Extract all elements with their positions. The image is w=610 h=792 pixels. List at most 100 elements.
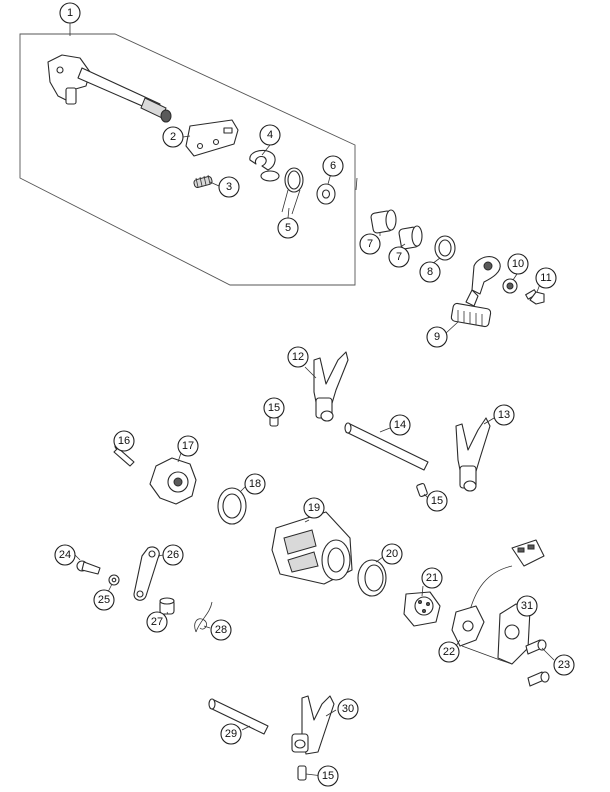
svg-text:20: 20 — [386, 548, 398, 560]
svg-text:16: 16 — [118, 435, 130, 447]
svg-text:7: 7 — [367, 238, 373, 250]
guide-pin-b — [416, 483, 428, 497]
locking-plate — [185, 119, 239, 157]
callout-13: 13 — [493, 404, 515, 426]
callout-15-a: 15 — [263, 397, 285, 419]
locking-lever — [133, 546, 160, 601]
drum-bearing — [357, 559, 387, 597]
svg-text:27: 27 — [151, 616, 163, 628]
svg-text:15: 15 — [431, 495, 443, 507]
shift-fork-upper-left — [313, 351, 349, 422]
lock-nut — [502, 278, 518, 294]
needle-bearing-a — [370, 209, 397, 234]
washer — [316, 183, 336, 205]
callout-7-a: 7 — [359, 233, 381, 255]
svg-text:29: 29 — [225, 728, 237, 740]
callout-2: 2 — [162, 126, 184, 148]
locking-lever-bolt — [76, 560, 101, 575]
callout-31: 31 — [516, 595, 538, 617]
lower-fork-shaft — [208, 698, 269, 735]
sensor-with-cable — [451, 539, 545, 647]
lever-roller — [159, 597, 175, 615]
callout-11: 11 — [535, 267, 557, 289]
shift-fork-lower — [291, 695, 335, 755]
ball-bearing — [217, 487, 247, 525]
callout-24: 24 — [54, 544, 76, 566]
svg-text:18: 18 — [249, 478, 261, 490]
callout-9: 9 — [426, 326, 448, 348]
callout-27: 27 — [146, 611, 168, 633]
svg-text:23: 23 — [558, 659, 570, 671]
svg-text:21: 21 — [426, 572, 438, 584]
callout-29: 29 — [220, 723, 242, 745]
callout-19: 19 — [303, 497, 325, 519]
svg-text:30: 30 — [342, 703, 354, 715]
callout-1: 1 — [59, 2, 81, 24]
sensor-screw-b — [527, 671, 550, 687]
callout-21: 21 — [421, 567, 443, 589]
callout-25: 25 — [93, 589, 115, 611]
svg-text:11: 11 — [540, 272, 551, 284]
svg-text:5: 5 — [285, 222, 291, 234]
callout-23: 23 — [553, 654, 575, 676]
small-washer — [108, 574, 120, 586]
svg-text:28: 28 — [215, 624, 227, 636]
callout-22: 22 — [438, 641, 460, 663]
svg-text:25: 25 — [98, 594, 110, 606]
svg-text:9: 9 — [434, 331, 440, 343]
retaining-clip — [249, 149, 280, 182]
return-spring — [281, 167, 304, 215]
callout-20: 20 — [381, 543, 403, 565]
shift-lever — [450, 256, 501, 328]
callout-16: 16 — [113, 430, 135, 452]
guide-pin-c — [297, 765, 307, 781]
shift-drum — [271, 511, 353, 585]
callout-15-c: 15 — [317, 765, 339, 787]
fork-shaft — [344, 422, 429, 471]
gear-position-sensor — [403, 591, 441, 627]
callout-6: 6 — [322, 155, 344, 177]
sensor-cover-plate — [497, 603, 531, 665]
leader-lines — [69, 23, 555, 777]
svg-text:2: 2 — [170, 131, 176, 143]
callout-18: 18 — [244, 473, 266, 495]
svg-text:26: 26 — [167, 549, 179, 561]
svg-text:22: 22 — [443, 646, 455, 658]
svg-text:4: 4 — [267, 129, 273, 141]
sensor-screw-a — [525, 639, 547, 655]
hex-screw — [525, 289, 545, 305]
svg-text:10: 10 — [512, 258, 524, 270]
svg-text:19: 19 — [308, 502, 320, 514]
svg-text:6: 6 — [330, 160, 336, 172]
callout-8: 8 — [419, 261, 441, 283]
svg-text:17: 17 — [182, 440, 194, 452]
svg-text:3: 3 — [226, 181, 232, 193]
compression-spring — [193, 174, 213, 189]
svg-text:15: 15 — [268, 402, 280, 414]
svg-text:15: 15 — [322, 770, 334, 782]
needle-bearing-b — [398, 225, 423, 250]
callout-17: 17 — [177, 435, 199, 457]
svg-text:13: 13 — [498, 409, 510, 421]
svg-text:1: 1 — [67, 7, 73, 19]
callout-7-b: 7 — [388, 246, 410, 268]
svg-text:14: 14 — [394, 419, 406, 431]
shift-shaft — [47, 54, 172, 123]
callout-15-b: 15 — [426, 490, 448, 512]
callout-10: 10 — [507, 253, 529, 275]
callout-28: 28 — [210, 619, 232, 641]
lever-spring — [194, 601, 213, 633]
callout-30: 30 — [337, 698, 359, 720]
callout-4: 4 — [259, 124, 281, 146]
svg-text:12: 12 — [292, 351, 304, 363]
callout-14: 14 — [389, 414, 411, 436]
svg-text:7: 7 — [396, 251, 402, 263]
assembly-group-frame — [19, 33, 356, 286]
shift-fork-upper-right — [455, 417, 491, 492]
shift-cam — [149, 457, 197, 505]
callout-26: 26 — [162, 544, 184, 566]
callout-5: 5 — [277, 217, 299, 239]
callout-12: 12 — [287, 346, 309, 368]
callout-3: 3 — [218, 176, 240, 198]
